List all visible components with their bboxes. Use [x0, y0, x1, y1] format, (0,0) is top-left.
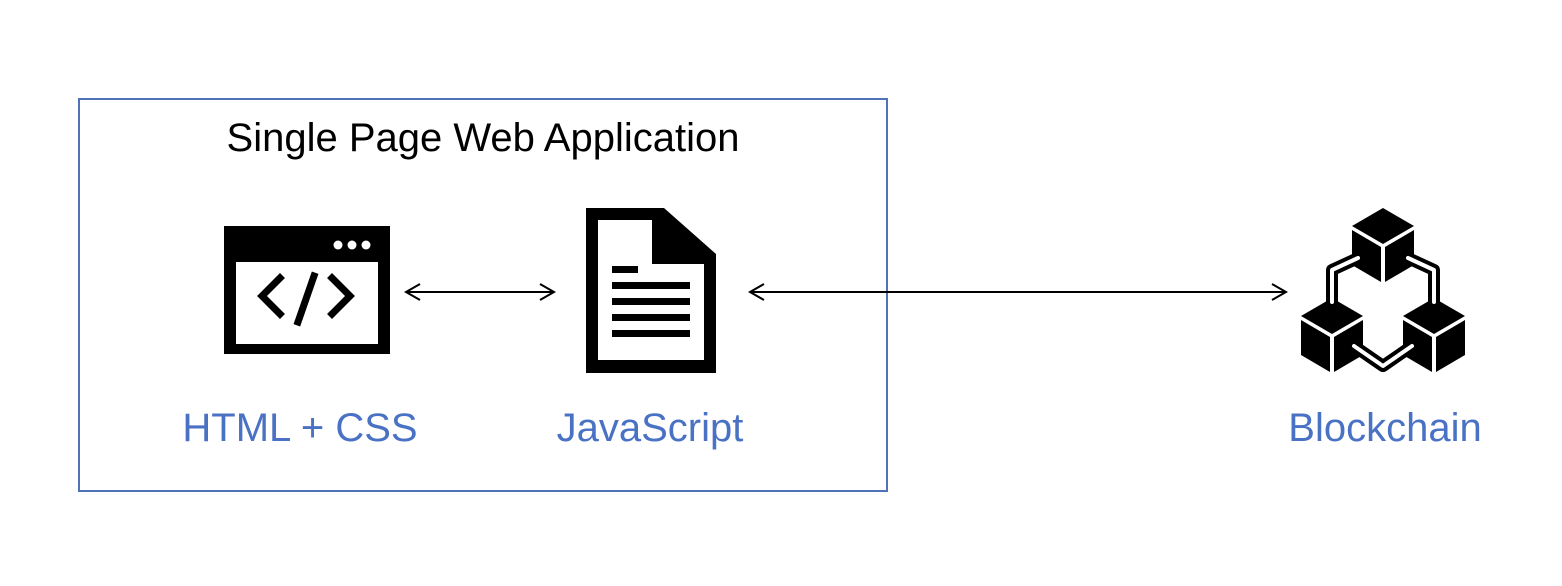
- arrow-js-blockchain: [747, 283, 1289, 301]
- spa-container: [78, 98, 888, 492]
- document-icon: [586, 208, 716, 373]
- blockchain-label: Blockchain: [1288, 406, 1482, 450]
- html-css-label: HTML + CSS: [182, 406, 418, 450]
- spa-container-title: Single Page Web Application: [226, 116, 740, 160]
- arrow-html-js: [403, 283, 557, 301]
- code-window-icon: [224, 226, 390, 354]
- javascript-label: JavaScript: [556, 406, 744, 450]
- blockchain-cubes-icon: [1301, 208, 1465, 372]
